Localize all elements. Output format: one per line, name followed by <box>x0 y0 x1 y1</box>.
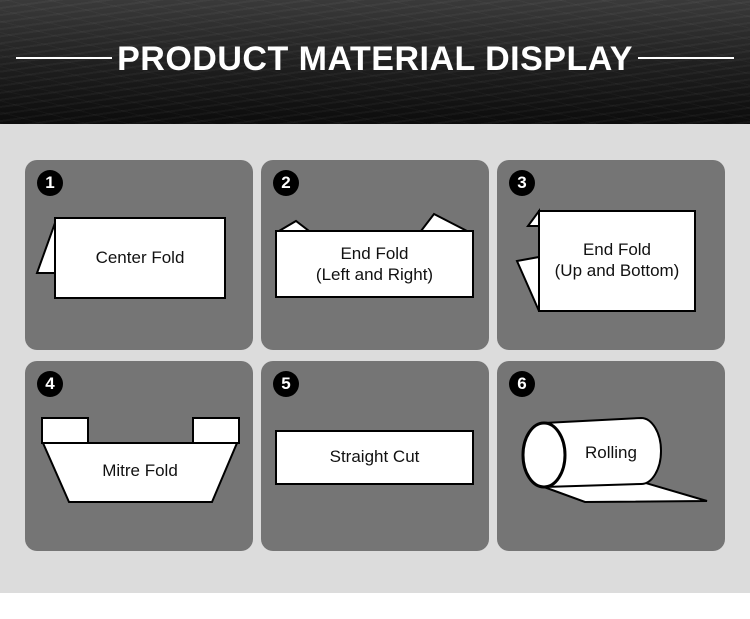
card-rolling: 6 Rolling <box>497 361 725 551</box>
card-label: Rolling <box>585 443 637 462</box>
mitre-fold-illustration <box>41 417 240 503</box>
card-label-line2: (Left and Right) <box>315 265 434 284</box>
title-right-rule <box>638 57 734 59</box>
card-number-badge: 3 <box>509 170 535 196</box>
page-title: PRODUCT MATERIAL DISPLAY <box>117 40 633 78</box>
card-label-line2: (Up and Bottom) <box>554 261 680 280</box>
card-number-badge: 4 <box>37 371 63 397</box>
center-fold-illustration <box>35 217 226 299</box>
card-number-badge: 2 <box>273 170 299 196</box>
card-label-line1: End Fold <box>340 244 409 263</box>
bottom-margin <box>0 593 750 619</box>
header-banner: PRODUCT MATERIAL DISPLAY <box>0 0 750 124</box>
title-left-rule <box>16 57 112 59</box>
card-straight-cut: 5 Straight Cut <box>261 361 489 551</box>
card-number-badge: 1 <box>37 170 63 196</box>
straight-cut-illustration <box>275 430 474 485</box>
end-fold-left-right-illustration <box>275 212 474 298</box>
rolling-illustration <box>521 416 708 504</box>
card-label: Straight Cut <box>329 447 420 466</box>
card-label: Center Fold <box>95 248 185 267</box>
card-end-fold-left-right: 2 End Fold (Left and Right) <box>261 160 489 350</box>
card-center-fold: 1 Center Fold <box>25 160 253 350</box>
end-fold-up-bottom-illustration <box>515 207 696 312</box>
card-mitre-fold: 4 Mitre Fold <box>25 361 253 551</box>
material-grid-panel: 1 Center Fold 2 End Fold (Left and Right… <box>0 124 750 593</box>
card-number-badge: 6 <box>509 371 535 397</box>
card-number-badge: 5 <box>273 371 299 397</box>
card-label-line1: End Fold <box>582 240 652 259</box>
card-end-fold-up-bottom: 3 End Fold (Up and Bottom) <box>497 160 725 350</box>
card-label: Mitre Fold <box>102 461 178 480</box>
